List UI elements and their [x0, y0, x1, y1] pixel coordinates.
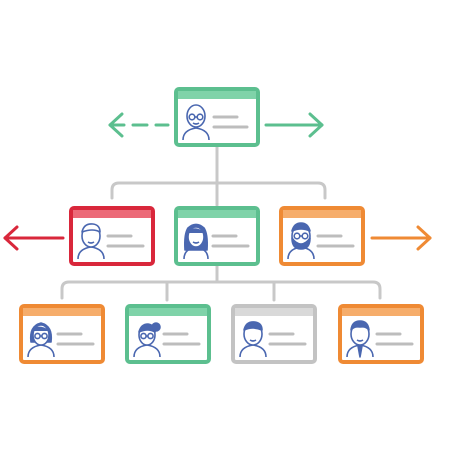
card-bottom-3[interactable]: [231, 304, 317, 364]
card-text-lines: [106, 234, 145, 248]
arrow-top-right: [264, 112, 324, 138]
card-mid-center[interactable]: [174, 206, 260, 266]
card-text-lines: [162, 332, 201, 346]
card-bottom-4[interactable]: [338, 304, 424, 364]
woman-bob-glasses-icon: [27, 322, 55, 358]
card-mid-left[interactable]: [69, 206, 155, 266]
connector-mid-to-bottom: [60, 264, 382, 302]
bald-man-glasses-icon: [182, 104, 210, 141]
card-text-lines: [56, 332, 95, 346]
connector-top-to-mid: [110, 144, 327, 207]
man-neutral-icon: [239, 321, 267, 358]
card-top-manager[interactable]: [174, 87, 260, 147]
card-text-lines: [211, 234, 250, 248]
card-text-lines: [212, 115, 249, 129]
card-text-lines: [316, 234, 355, 248]
woman-ponytail-glasses-icon: [133, 322, 161, 358]
card-text-lines: [375, 332, 414, 346]
card-bottom-2[interactable]: [125, 304, 211, 364]
card-text-lines: [268, 332, 307, 346]
woman-long-hair-icon: [183, 223, 209, 260]
connector-lines: [60, 144, 382, 302]
card-mid-right[interactable]: [279, 206, 365, 266]
man-short-hair-icon: [77, 223, 105, 260]
arrow-top-left: [108, 112, 170, 138]
arrow-mid-left: [3, 225, 65, 251]
arrow-mid-right: [370, 225, 432, 251]
man-suit-tie-icon: [346, 320, 374, 358]
bearded-man-glasses-icon: [287, 222, 315, 260]
card-bottom-1[interactable]: [19, 304, 105, 364]
